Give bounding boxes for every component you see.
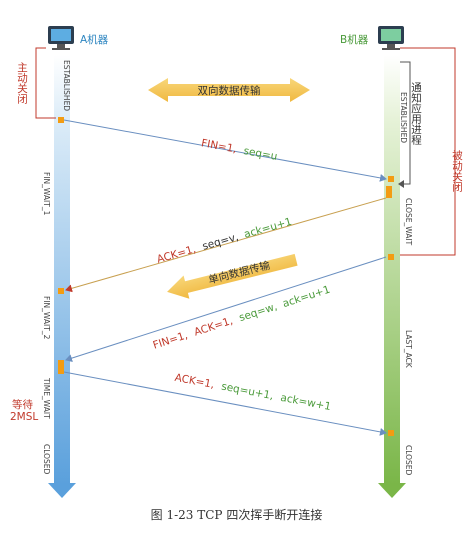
wait-2msl-note-line1: 等待 bbox=[12, 398, 33, 411]
message-1-label: FIN=1, seq=u bbox=[200, 137, 278, 163]
passive-close-note: 被动关闭 bbox=[451, 149, 463, 193]
state-b-closed: CLOSED bbox=[404, 445, 413, 476]
machine-b-label: B机器 bbox=[340, 33, 369, 46]
state-b-close-wait: CLOSE_WAIT bbox=[404, 198, 413, 246]
marker-b-2 bbox=[388, 254, 394, 260]
m2-seq: seq=v, bbox=[201, 231, 240, 253]
m2-ack-num: ack=u+1 bbox=[243, 216, 294, 241]
m3-seq: seq=w, bbox=[238, 301, 279, 324]
marker-b-1b bbox=[386, 186, 392, 198]
svg-text:ACK=1, seq=u+1, ac: ACK=1, seq=u+1, ack=w+1 bbox=[174, 372, 332, 413]
svg-text:FIN=1, seq=u: FIN=1, seq=u bbox=[200, 137, 278, 163]
m3-ack: ACK=1, bbox=[193, 315, 235, 339]
unidirectional-transfer-label: 单向数据传输 bbox=[207, 259, 272, 287]
notify-app-note: 通知应用进程 bbox=[410, 82, 422, 145]
m4-ack-num: ack=w+1 bbox=[279, 392, 331, 413]
message-4-label: ACK=1, seq=u+1, ack=w+1 bbox=[174, 372, 332, 413]
state-a-closed: CLOSED bbox=[42, 444, 51, 475]
wait-2msl-note-line2: 2MSL bbox=[10, 411, 38, 423]
computer-b-icon bbox=[378, 26, 404, 50]
passive-close-bracket bbox=[400, 47, 456, 256]
svg-text:ACK=1, seq=v, ack=: ACK=1, seq=v, ack=u+1 bbox=[156, 216, 294, 266]
marker-b-3 bbox=[388, 430, 394, 436]
m4-ack: ACK=1, bbox=[174, 372, 216, 391]
m3-ack-num: ack=u+1 bbox=[281, 284, 332, 310]
notify-app-bracket bbox=[398, 61, 411, 188]
final-ack-arrow-a-to-b bbox=[63, 371, 387, 436]
message-2-label: ACK=1, seq=v, ack=u+1 bbox=[156, 216, 294, 266]
state-a-fin-wait-2: FIN_WAIT_2 bbox=[42, 296, 51, 340]
bidirectional-transfer-label: 双向数据传输 bbox=[198, 84, 261, 97]
unidirectional-transfer-band bbox=[167, 253, 298, 299]
marker-a-1 bbox=[58, 117, 64, 123]
marker-b-1 bbox=[388, 176, 394, 182]
m4-seq: seq=u+1, bbox=[220, 381, 274, 403]
fin-ack-arrow-b-to-a bbox=[65, 256, 387, 362]
state-a-time-wait: TIME_WAIT bbox=[42, 377, 51, 419]
fin-arrow-a-to-b bbox=[63, 119, 387, 182]
m3-fin: FIN=1, bbox=[151, 329, 189, 351]
state-b-last-ack: LAST_ACK bbox=[404, 330, 413, 369]
ack-arrow-b-to-a bbox=[65, 197, 387, 293]
lane-a bbox=[48, 55, 76, 498]
bidirectional-transfer-band bbox=[148, 78, 310, 102]
state-a-fin-wait-1: FIN_WAIT_1 bbox=[42, 172, 51, 216]
m1-seq: seq=u bbox=[243, 145, 279, 163]
active-close-bracket bbox=[35, 47, 56, 119]
m2-ack: ACK=1, bbox=[156, 243, 198, 266]
state-a-established: ESTABLISHED bbox=[62, 60, 71, 111]
active-close-note: 主动关闭 bbox=[16, 62, 28, 105]
state-b-established: ESTABLISHED bbox=[399, 92, 408, 143]
computer-a-icon bbox=[48, 26, 74, 50]
marker-a-3 bbox=[58, 360, 64, 374]
marker-a-2 bbox=[58, 288, 64, 294]
machine-a-label: A机器 bbox=[80, 33, 109, 46]
m1-fin: FIN=1, bbox=[200, 137, 237, 155]
lane-b bbox=[378, 55, 406, 498]
figure-caption: 图 1-23 TCP 四次挥手断开连接 bbox=[150, 508, 323, 522]
